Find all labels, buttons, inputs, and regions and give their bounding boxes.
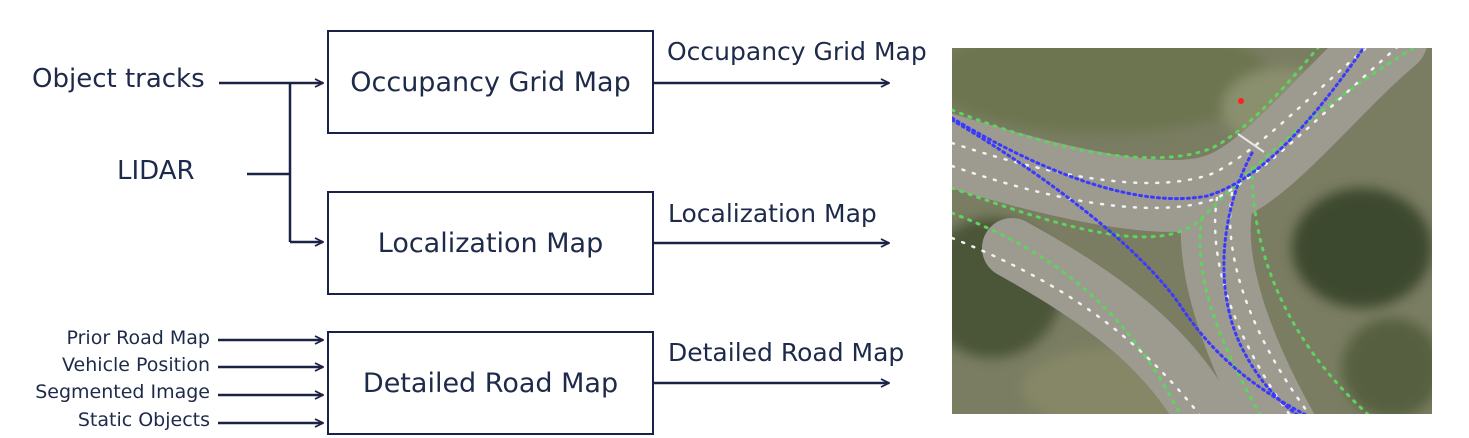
output-detailed-road-map: Detailed Road Map [668, 338, 905, 367]
box-detailed-label: Detailed Road Map [362, 367, 619, 399]
box-localization-label: Localization Map [377, 227, 604, 259]
input-vehicle-position: Vehicle Position [62, 354, 210, 376]
box-occupancy-label: Occupancy Grid Map [350, 66, 631, 98]
input-static-objects: Static Objects [77, 409, 210, 431]
output-localization-map: Localization Map [668, 199, 877, 228]
aerial-intersection-map [952, 48, 1432, 414]
box-localization-map: Localization Map [327, 191, 654, 295]
input-segmented-image: Segmented Image [35, 381, 210, 403]
box-detailed-road-map: Detailed Road Map [327, 331, 654, 435]
input-object-tracks: Object tracks [32, 64, 205, 94]
box-occupancy-grid-map: Occupancy Grid Map [327, 30, 654, 134]
output-occupancy-grid-map: Occupancy Grid Map [667, 37, 927, 66]
input-lidar: LIDAR [117, 156, 195, 186]
input-prior-road-map: Prior Road Map [66, 327, 210, 349]
